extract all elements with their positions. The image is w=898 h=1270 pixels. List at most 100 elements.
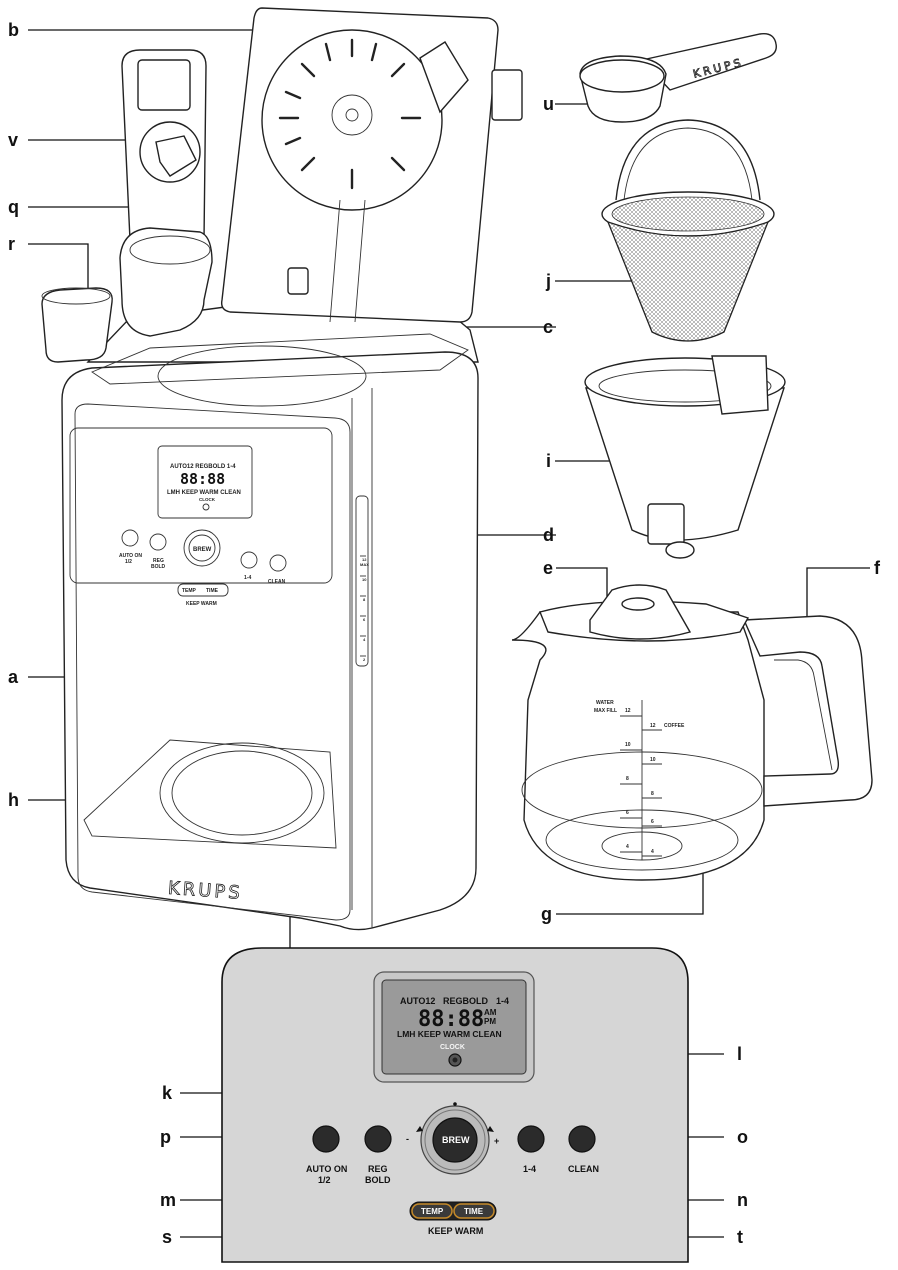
body-brew-ring xyxy=(183,529,221,567)
auto-on-label-2: 1/2 xyxy=(318,1175,331,1185)
open-lid xyxy=(220,7,523,323)
keep-warm-label: KEEP WARM xyxy=(428,1226,483,1236)
callout-letters: a b c d e f g h i j k l m n o p q r s t … xyxy=(8,20,881,1247)
lcd-display xyxy=(381,979,527,1075)
glass-carafe: WATER MAX FILL COFFEE 12 10 8 6 4 12 10 … xyxy=(511,584,873,881)
body-btn-14 xyxy=(240,551,258,569)
callout-l: l xyxy=(737,1044,742,1064)
body-display-digits: 88:88 xyxy=(180,470,225,488)
callout-k: k xyxy=(162,1083,173,1103)
svg-text:1/2: 1/2 xyxy=(125,559,132,565)
carafe-right-mark-6: 6 xyxy=(651,819,654,825)
temp-button[interactable]: TEMP xyxy=(421,1207,444,1216)
callout-d: d xyxy=(543,525,554,545)
lcd-am: AM xyxy=(484,1008,497,1017)
reg-label: REG xyxy=(368,1164,388,1174)
svg-text:1-4: 1-4 xyxy=(244,575,251,581)
lcd-strength: REGBOLD xyxy=(443,996,489,1006)
callout-o: o xyxy=(737,1127,748,1147)
carafe-left-mark-10: 10 xyxy=(625,742,631,748)
body-btn-auto xyxy=(121,529,139,547)
body-display-row3: LMH KEEP WARM CLEAN xyxy=(167,490,241,496)
brew-label: BREW xyxy=(442,1135,470,1145)
cups-1-4-button[interactable] xyxy=(517,1125,545,1153)
coffee-maker-body: AUTO12 REGBOLD 1-4 88:88 LMH KEEP WARM C… xyxy=(61,304,479,931)
body-display-clock: CLOCK xyxy=(199,497,216,502)
svg-text:AUTO ON: AUTO ON xyxy=(119,553,142,559)
dial-plus: + xyxy=(494,1136,499,1146)
cups-1-4-label: 1-4 xyxy=(523,1164,536,1174)
svg-text:4: 4 xyxy=(363,637,366,642)
lcd-pm: PM xyxy=(484,1017,496,1026)
carafe-right-mark-8: 8 xyxy=(651,791,654,797)
body-display-row1: AUTO12 REGBOLD 1-4 xyxy=(170,464,236,470)
measuring-cup xyxy=(41,287,113,363)
permanent-filter xyxy=(601,119,775,342)
callout-j: j xyxy=(545,271,551,291)
water-level-gauge xyxy=(355,495,369,667)
body-btn-reg xyxy=(149,533,167,551)
callout-c: c xyxy=(543,317,553,337)
carafe-coffee-label: COFFEE xyxy=(664,723,685,729)
dial-minus: - xyxy=(406,1134,409,1144)
svg-text:BOLD: BOLD xyxy=(151,564,166,570)
lcd-status-row: LMH KEEP WARM CLEAN xyxy=(397,1029,502,1039)
svg-text:TEMP: TEMP xyxy=(182,588,197,594)
auto-on-label-1: AUTO ON xyxy=(306,1164,347,1174)
brew-button[interactable] xyxy=(432,1117,478,1163)
svg-text:12: 12 xyxy=(362,557,367,562)
callout-p: p xyxy=(160,1127,171,1147)
callout-q: q xyxy=(8,197,19,217)
carafe-right-mark-12: 12 xyxy=(650,723,656,729)
shower-slots xyxy=(278,38,422,190)
clean-label: CLEAN xyxy=(568,1164,599,1174)
carafe-left-mark-8: 8 xyxy=(626,776,629,782)
carafe-left-mark-4: 4 xyxy=(626,844,629,850)
body-btn-clean xyxy=(269,554,287,572)
callout-e: e xyxy=(543,558,553,578)
svg-text:MAX: MAX xyxy=(360,562,369,567)
callout-m: m xyxy=(160,1190,176,1210)
callout-u: u xyxy=(543,94,554,114)
reg-bold-button[interactable] xyxy=(364,1125,392,1153)
clean-button[interactable] xyxy=(568,1125,596,1153)
svg-text:8: 8 xyxy=(363,597,366,602)
lcd-digits: 88:88 xyxy=(418,1007,484,1032)
callout-b: b xyxy=(8,20,19,40)
lcd-auto: AUTO12 xyxy=(400,996,435,1006)
lcd-cups: 1-4 xyxy=(496,996,509,1006)
carafe-right-mark-10: 10 xyxy=(650,757,656,763)
filter-basket xyxy=(584,355,786,559)
callout-s: s xyxy=(162,1227,172,1247)
carafe-maxfill-label: MAX FILL xyxy=(594,708,617,714)
callout-a: a xyxy=(8,667,19,687)
callout-t: t xyxy=(737,1227,743,1247)
callout-i: i xyxy=(546,451,551,471)
body-brew-label: BREW xyxy=(193,547,212,553)
coffee-scoop: KRUPS xyxy=(579,33,777,123)
callout-r: r xyxy=(8,234,15,254)
lcd-clock-label: CLOCK xyxy=(440,1044,465,1051)
svg-text:10: 10 xyxy=(362,577,367,582)
svg-text:REG: REG xyxy=(153,558,164,564)
callout-n: n xyxy=(737,1190,748,1210)
svg-text:KEEP WARM: KEEP WARM xyxy=(186,601,217,607)
carafe-left-mark-6: 6 xyxy=(626,810,629,816)
carafe-left-mark-12: 12 xyxy=(625,708,631,714)
callout-v: v xyxy=(8,130,18,150)
time-button[interactable]: TIME xyxy=(464,1207,484,1216)
svg-text:2: 2 xyxy=(363,657,366,662)
water-filter-holder xyxy=(119,49,213,337)
svg-text:6: 6 xyxy=(363,617,366,622)
callout-g: g xyxy=(541,904,552,924)
callout-f: f xyxy=(874,558,881,578)
carafe-water-label: WATER xyxy=(596,700,614,706)
svg-text:CLEAN: CLEAN xyxy=(268,579,286,585)
bold-label: BOLD xyxy=(365,1175,391,1185)
auto-on-button[interactable] xyxy=(312,1125,340,1153)
carafe-right-mark-4: 4 xyxy=(651,849,654,855)
body-brew-btn xyxy=(188,534,216,562)
callout-h: h xyxy=(8,790,19,810)
svg-text:TIME: TIME xyxy=(206,588,219,594)
